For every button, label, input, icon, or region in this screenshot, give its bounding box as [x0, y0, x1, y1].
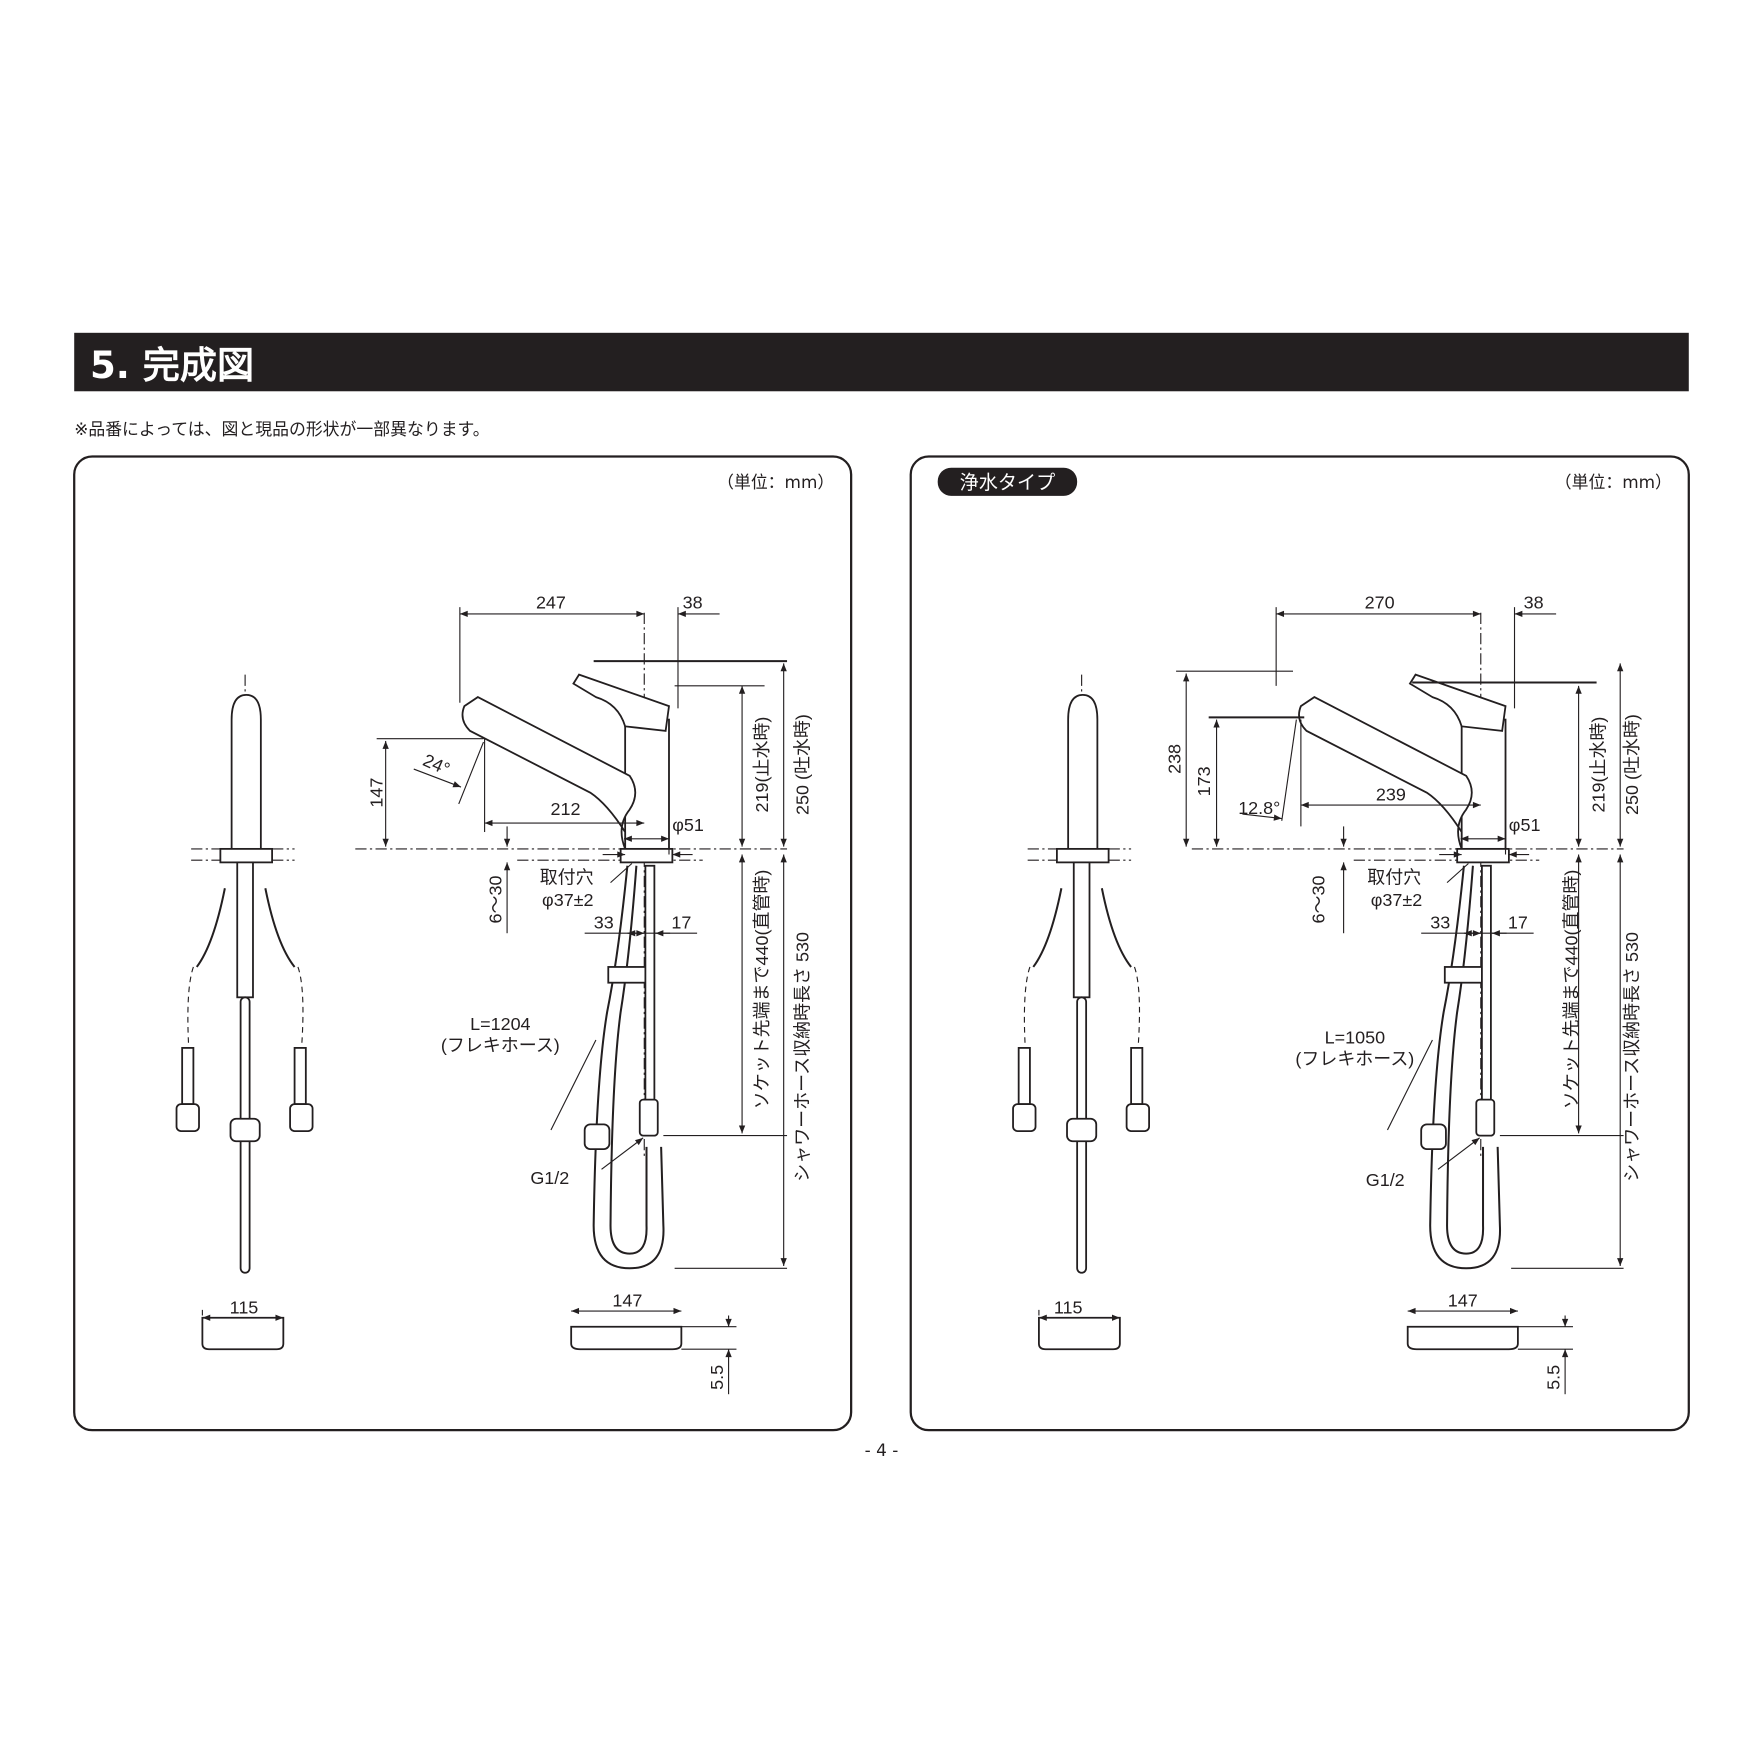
dim-offset-17: 17	[1508, 913, 1528, 933]
dim-outlet-reach: 239	[1376, 785, 1406, 805]
dim-spout-reach: 270	[1365, 592, 1395, 612]
page-number: - 4 -	[865, 1440, 899, 1460]
panel-water-purifier: 浄水タイプ （単位：mm） 270 38 238 173 12.8° 239 φ…	[909, 455, 1690, 1432]
dim-height-open: 250 (吐水時)	[1622, 714, 1642, 815]
hose-type: (フレキホース)	[441, 1035, 560, 1055]
dim-angle: 24°	[420, 750, 453, 779]
dim-counter-thickness: 6～30	[1308, 876, 1328, 924]
section-header-bar	[74, 332, 1689, 392]
dim-height-open: 250 (吐水時)	[792, 714, 812, 815]
dim-offset-33: 33	[594, 913, 614, 933]
dim-base-thickness: 5.5	[707, 1365, 727, 1390]
dim-spout-reach: 247	[536, 592, 566, 612]
dim-base-side: 147	[1448, 1291, 1478, 1311]
faucet-drawing	[1013, 613, 1624, 1394]
dim-angle: 12.8°	[1238, 798, 1280, 818]
dim-counter-thickness: 6～30	[485, 876, 505, 924]
dim-base-front: 115	[230, 1297, 259, 1317]
dim-base-side: 147	[612, 1291, 642, 1311]
type-badge	[937, 467, 1078, 496]
section-title: 5. 完成図	[90, 344, 254, 387]
thread-label: G1/2	[530, 1168, 569, 1188]
dim-base-front: 115	[1054, 1297, 1083, 1317]
faucet-drawing	[177, 613, 788, 1394]
hole-label: 取付穴	[540, 868, 594, 888]
dim-height-closed: 219(止水時)	[752, 717, 772, 813]
dim-body-dia: φ51	[1509, 815, 1541, 835]
dim-hose-stored: シャワーホース収納時長さ 530	[792, 932, 812, 1182]
dim-socket-length: ソケット先端まで440(直管時)	[752, 870, 772, 1110]
dim-lever-offset: 38	[1524, 592, 1544, 612]
panel-standard: （単位：mm） 247 38 147 24° 212 φ51 219(止水時) …	[73, 455, 853, 1432]
hose-length: L=1204	[470, 1014, 530, 1034]
dim-outlet-reach: 212	[551, 799, 581, 819]
dim-spout-height: 173	[1194, 766, 1214, 796]
dim-spout-height: 147	[366, 778, 386, 808]
unit-label: （単位：mm）	[1555, 472, 1672, 492]
dim-base-thickness: 5.5	[1543, 1365, 1563, 1390]
dim-offset-33: 33	[1430, 913, 1450, 933]
hole-dia: φ37±2	[542, 890, 594, 910]
dim-body-dia: φ51	[672, 815, 704, 835]
dim-socket-length: ソケット先端まで440(直管時)	[1561, 870, 1581, 1110]
dim-height-closed: 219(止水時)	[1588, 717, 1608, 813]
dim-lever-offset: 38	[683, 592, 703, 612]
thread-label: G1/2	[1366, 1170, 1405, 1190]
type-badge-label: 浄水タイプ	[960, 471, 1056, 494]
hose-length: L=1050	[1325, 1027, 1385, 1047]
dim-total-spout-height: 238	[1165, 744, 1185, 774]
dim-offset-17: 17	[671, 913, 691, 933]
hole-dia: φ37±2	[1371, 890, 1423, 910]
unit-label: （単位：mm）	[717, 472, 834, 492]
note-text: ※品番によっては、図と現品の形状が一部異なります。	[74, 419, 489, 439]
dim-hose-stored: シャワーホース収納時長さ 530	[1622, 932, 1642, 1182]
hole-label: 取付穴	[1367, 868, 1421, 888]
hose-type: (フレキホース)	[1295, 1049, 1414, 1069]
